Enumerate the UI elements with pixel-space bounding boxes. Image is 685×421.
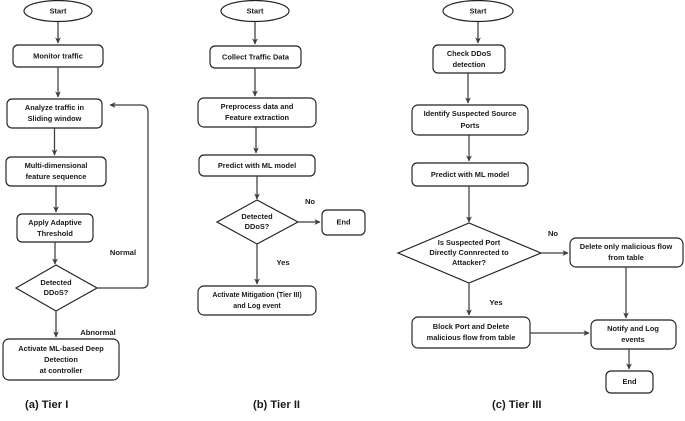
- node-t2-end-label: End: [337, 217, 351, 226]
- node-t2-start: Start: [220, 0, 290, 23]
- node-t3-decision-label-line2: Directly Connrected to: [429, 248, 509, 257]
- node-t3-decision: Is Suspected Port Directly Connrected to…: [396, 222, 543, 284]
- node-t1-feature: Multi-dimensional feature sequence: [5, 156, 107, 187]
- node-t3-delete-label-line1: Delete only malicious flow: [580, 242, 673, 251]
- node-t3-start: Start: [442, 0, 514, 23]
- edge-label-t2-no: No: [305, 197, 315, 206]
- node-t3-identify-label-line2: Ports: [461, 121, 480, 130]
- panel-tier-3: Start Check DDoS detection Identify Susp…: [396, 0, 684, 411]
- node-t3-predict-label: Predict with ML model: [431, 170, 509, 179]
- node-t2-mitigate-label-line1: Activate Mitigation (Tier III): [212, 292, 301, 299]
- node-t3-block: Block Port and Delete malicious flow fro…: [411, 316, 531, 349]
- node-t1-analyze-label-line1: Analyze traffic in: [25, 103, 85, 112]
- node-t1-decision-label-line2: DDoS?: [44, 288, 69, 297]
- node-t1-activate-label-line1: Activate ML-based Deep: [18, 344, 104, 353]
- node-t3-block-label-line1: Block Port and Delete: [433, 322, 509, 331]
- caption-tier-2: (b) Tier II: [253, 399, 300, 411]
- node-t3-decision-label-line1: Is Suspected Port: [438, 238, 501, 247]
- node-t1-monitor: Monitor traffic: [12, 44, 104, 68]
- node-t1-analyze-label-line2: Sliding window: [28, 114, 82, 123]
- node-t1-feature-label-line2: feature sequence: [26, 172, 87, 181]
- node-t3-block-label-line2: malicious flow from table: [427, 333, 516, 342]
- node-t3-notify: Notify and Log events: [590, 319, 677, 350]
- node-t1-activate-label-line2: Detection: [44, 355, 78, 364]
- caption-tier-3: (c) Tier III: [492, 399, 542, 411]
- node-t3-predict: Predict with ML model: [411, 162, 529, 187]
- node-t1-start-label: Start: [50, 6, 67, 15]
- panel-tier-1: Start Monitor traffic Analyze traffic in…: [2, 0, 149, 411]
- edge-label-t1-abnormal: Abnormal: [80, 328, 115, 337]
- edge-t1-decision-normal-feedback: [97, 102, 149, 289]
- edge-label-t2-yes: Yes: [276, 258, 289, 267]
- node-t2-collect-label: Collect Traffic Data: [222, 52, 290, 61]
- node-t2-predict-label: Predict with ML model: [218, 161, 296, 170]
- node-t1-adaptive: Apply Adaptive Threshold: [16, 213, 94, 243]
- node-t3-identify-label-line1: Identify Suspected Source: [424, 109, 517, 118]
- edge-label-t3-yes: Yes: [489, 298, 502, 307]
- node-t2-mitigate-label-line2: and Log event: [233, 303, 281, 310]
- node-t3-identify: Identify Suspected Source Ports: [411, 104, 529, 136]
- caption-tier-1: (a) Tier I: [25, 399, 68, 411]
- node-t1-monitor-label: Monitor traffic: [33, 51, 83, 60]
- node-t1-activate-label-line3: at controller: [40, 366, 83, 375]
- node-t3-delete-label-line2: from table: [608, 253, 644, 262]
- node-t3-end: End: [605, 370, 654, 394]
- node-t1-feature-label-line1: Multi-dimensional: [25, 161, 88, 170]
- node-t3-end-label: End: [623, 377, 637, 386]
- panel-tier-2: Start Collect Traffic Data Preprocess da…: [197, 0, 366, 411]
- node-t3-check-label-line1: Check DDoS: [447, 49, 491, 58]
- node-t2-preprocess-label-line1: Preprocess data and: [221, 102, 294, 111]
- node-t1-adaptive-label-line2: Threshold: [37, 229, 73, 238]
- node-t2-predict: Predict with ML model: [198, 154, 316, 177]
- node-t1-decision-label-line1: Detected: [40, 278, 72, 287]
- node-t2-decision-label-line1: Detected: [241, 212, 273, 221]
- node-t3-check: Check DDoS detection: [432, 44, 506, 74]
- node-t2-mitigate: Activate Mitigation (Tier III) and Log e…: [197, 285, 317, 316]
- node-t3-delete: Delete only malicious flow from table: [569, 237, 684, 268]
- edge-label-t3-no: No: [548, 229, 558, 238]
- node-t2-decision-label-line2: DDoS?: [245, 222, 270, 231]
- node-t1-analyze: Analyze traffic in Sliding window: [6, 98, 103, 129]
- node-t1-start: Start: [23, 0, 93, 23]
- node-t3-notify-label-line1: Notify and Log: [607, 324, 659, 333]
- node-t2-preprocess: Preprocess data and Feature extraction: [197, 97, 317, 128]
- node-t2-end: End: [321, 209, 366, 236]
- node-t3-check-label-line2: detection: [453, 60, 486, 69]
- node-t2-decision: Detected DDoS?: [215, 199, 300, 245]
- node-t2-start-label: Start: [247, 6, 264, 15]
- node-t3-start-label: Start: [470, 6, 487, 15]
- node-t3-notify-label-line2: events: [621, 335, 644, 344]
- node-t1-adaptive-label-line1: Apply Adaptive: [28, 218, 82, 227]
- node-t1-decision: Detected DDoS?: [14, 264, 99, 312]
- node-t3-decision-label-line3: Attacker?: [452, 258, 487, 267]
- node-t2-preprocess-label-line2: Feature extraction: [225, 113, 290, 122]
- edge-label-t1-normal: Normal: [110, 248, 136, 257]
- node-t2-collect: Collect Traffic Data: [209, 45, 302, 69]
- node-t1-activate: Activate ML-based Deep Detection at cont…: [2, 338, 120, 381]
